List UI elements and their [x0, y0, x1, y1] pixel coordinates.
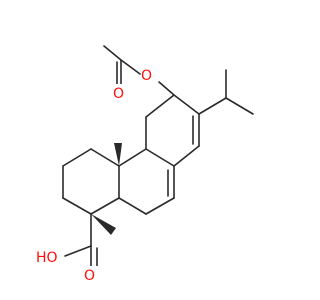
label-bg-ester-o [141, 66, 155, 82]
bond-acetyl-carbonyl-c [120, 59, 141, 75]
bond-ring-a-2 [62, 148, 92, 167]
molecule-diagram: O O O HO [35, 45, 254, 284]
atom-label-acyl-carbonyl-o: O [113, 86, 124, 102]
bond-ring-c-3 [173, 145, 200, 167]
label-bg-acyl-o [113, 84, 127, 100]
bond-ring-c-4 [145, 148, 175, 167]
wedge-methyl-bottom [91, 214, 116, 235]
bond-acid-c-oh [64, 245, 92, 257]
atom-label-ester-o: O [141, 68, 152, 84]
bond-ring-b-3 [118, 197, 147, 215]
atom-label-acid-carbonyl-o: O [84, 268, 95, 284]
bond-isopropyl-methyl-2 [225, 97, 254, 115]
bond-isopropyl-attach [198, 97, 227, 115]
label-bg-acid-o [84, 266, 98, 282]
bond-ring-a-4 [62, 197, 92, 215]
bond-ring-b-5 [118, 148, 147, 167]
bond-ring-a-5 [90, 197, 120, 215]
bond-acetyl-methyl [103, 45, 122, 61]
atom-label-layer: O O O HO [35, 66, 155, 284]
wedge-layer [91, 143, 122, 235]
bond-ring-b-2 [145, 197, 175, 215]
label-bg-ho [35, 248, 63, 264]
bond-ester-o-c [158, 81, 175, 96]
bond-ring-c-6 [145, 94, 175, 118]
bond-ring-a-1 [90, 148, 120, 167]
wedge-methyl-top [114, 143, 122, 166]
atom-label-hydroxyl: HO [36, 250, 58, 266]
bond-layer [62, 45, 254, 267]
bond-ring-c-1 [173, 94, 200, 115]
